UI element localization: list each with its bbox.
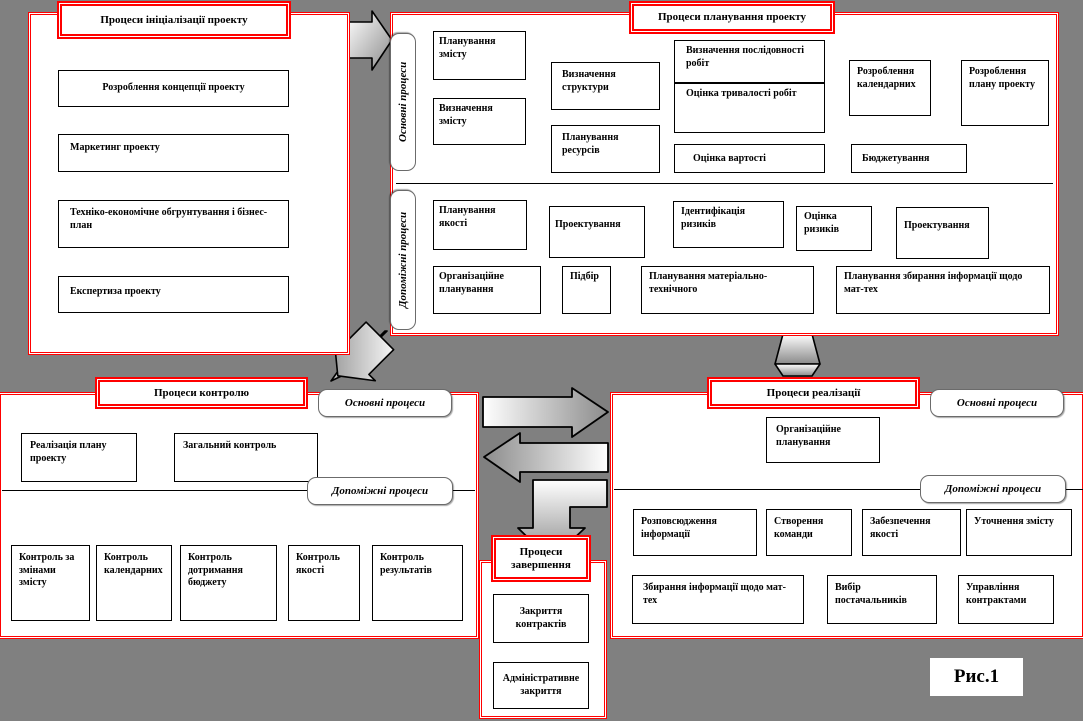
planning-main-box-4[interactable]: Визначення послідовності робіт [674, 40, 825, 83]
planning-main-box-5[interactable]: Оцінка тривалості робіт [674, 83, 825, 133]
planning-main-box-3[interactable]: Планування ресурсів [551, 125, 660, 173]
planning-title: Процеси планування проекту [632, 4, 832, 31]
realization-aux-box-1[interactable]: Створення команди [766, 509, 852, 556]
flow-arrow-initiation-to-planning [348, 10, 393, 71]
control-aux-box-4[interactable]: Контроль результатів [372, 545, 463, 621]
planning-main-box-0[interactable]: Планування змісту [433, 31, 526, 80]
planning-aux-box-8[interactable]: Планування збирання інформації щодо мат-… [836, 266, 1050, 314]
realization-main-processes-tag: Основні процеси [930, 389, 1064, 417]
flow-arrow-planning-to-realization [774, 333, 821, 377]
planning-aux-processes-tag: Допоміжні процеси [390, 190, 416, 330]
initiation-title: Процеси ініціалізації проекту [60, 4, 288, 36]
realization-aux-box-3[interactable]: Уточнення змісту [966, 509, 1072, 556]
planning-main-box-1[interactable]: Визначення змісту [433, 98, 526, 145]
planning-main-box-8[interactable]: Бюджетування [851, 144, 967, 173]
control-title: Процеси контролю [98, 380, 305, 406]
completion-title: Процеси завершення [494, 538, 588, 579]
planning-main-box-7[interactable]: Розроблення календарних [849, 60, 931, 116]
initiation-box-1[interactable]: Маркетинг проекту [58, 134, 289, 172]
planning-aux-box-0[interactable]: Планування якості [433, 200, 527, 250]
control-aux-processes-tag: Допоміжні процеси [307, 477, 453, 505]
planning-aux-box-3[interactable]: Оцінка ризиків [796, 206, 872, 251]
planning-main-box-6[interactable]: Оцінка вартості [674, 144, 825, 173]
planning-aux-box-5[interactable]: Організаційне планування [433, 266, 541, 314]
flow-arrow-control-to-realization [482, 387, 609, 438]
planning-aux-box-1[interactable]: Проектування [549, 206, 645, 258]
flow-arrow-realization-to-control [483, 432, 609, 483]
planning-aux-box-2[interactable]: Ідентифікація ризиків [673, 201, 784, 248]
control-aux-box-2[interactable]: Контроль дотримання бюджету [180, 545, 277, 621]
realization-aux-box-0[interactable]: Розповсюдження інформації [633, 509, 757, 556]
realization-title: Процеси реалізації [710, 380, 917, 406]
planning-main-box-9[interactable]: Розроблення плану проекту [961, 60, 1049, 126]
control-aux-box-3[interactable]: Контроль якості [288, 545, 360, 621]
realization-aux-box-4[interactable]: Збирання інформації щодо мат-тех [632, 575, 804, 624]
planning-divider [396, 183, 1053, 184]
initiation-box-2[interactable]: Техніко-економічне обгрунтування і бізне… [58, 200, 289, 248]
completion-box-0[interactable]: Закриття контрактів [493, 594, 589, 643]
planning-aux-box-4[interactable]: Проектування [896, 207, 989, 259]
realization-main-box-0[interactable]: Організаційне планування [766, 417, 880, 463]
realization-aux-box-6[interactable]: Управління контрактами [958, 575, 1054, 624]
planning-aux-box-6[interactable]: Підбір [562, 266, 611, 314]
control-main-box-0[interactable]: Реалізація плану проекту [21, 433, 137, 482]
realization-divider [614, 489, 1083, 490]
control-aux-box-0[interactable]: Контроль за змінами змісту [11, 545, 90, 621]
initiation-box-0[interactable]: Розроблення концепції проекту [58, 70, 289, 107]
control-main-box-1[interactable]: Загальний контроль [174, 433, 318, 482]
figure-label: Рис.1 [930, 658, 1023, 696]
realization-aux-box-5[interactable]: Вибір постачальників [827, 575, 937, 624]
planning-main-processes-tag: Основні процеси [390, 33, 416, 171]
realization-aux-box-2[interactable]: Забезпечення якості [862, 509, 961, 556]
realization-aux-processes-tag: Допоміжні процеси [920, 475, 1066, 503]
completion-box-1[interactable]: Адміністративне закриття [493, 662, 589, 709]
control-aux-box-1[interactable]: Контроль календарних [96, 545, 172, 621]
initiation-box-3[interactable]: Експертиза проекту [58, 276, 289, 313]
control-main-processes-tag: Основні процеси [318, 389, 452, 417]
control-divider [2, 490, 475, 491]
planning-main-box-2[interactable]: Визначення структури [551, 62, 660, 110]
planning-aux-box-7[interactable]: Планування матеріально-технічного [641, 266, 814, 314]
